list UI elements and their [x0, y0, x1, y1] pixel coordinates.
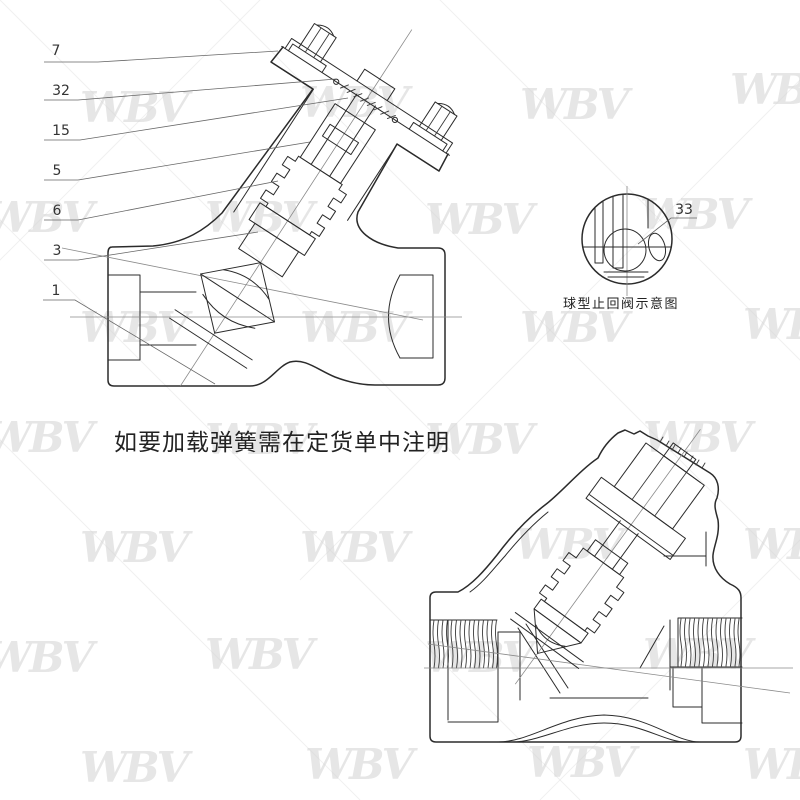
valve1-bolt-lower [408, 101, 458, 152]
valve1-bolt-upper [287, 22, 337, 73]
valve1-bonnet-flange [270, 61, 440, 172]
watermark: WBV [520, 303, 634, 352]
part-label-32: 32 [52, 83, 70, 99]
valve2-body-outline [429, 429, 742, 743]
part-label-7: 7 [52, 43, 61, 59]
watermark: WBV [80, 83, 194, 132]
watermark: WBV [205, 630, 319, 679]
valve2-seat-ring [510, 612, 584, 669]
part-leader-15 [44, 97, 349, 141]
watermark: WBV [300, 303, 414, 352]
part-leader-5 [44, 141, 311, 181]
check-ball [603, 228, 647, 272]
valve1-seat-ring [169, 309, 253, 369]
valve2-bonnet-plug [613, 442, 705, 530]
watermark: WBV [527, 738, 641, 787]
part-label-1: 1 [52, 283, 61, 299]
part-label-5: 5 [53, 163, 62, 179]
valve1-neck-walls [233, 89, 398, 221]
valve1-bonnet-assembly [169, 22, 458, 387]
watermark: WBV [0, 193, 99, 242]
part-leader-6 [44, 180, 279, 221]
valve1-bonnet-centerline [180, 29, 413, 387]
valve2-stem [586, 520, 639, 576]
valve2-retainer-plate [585, 476, 686, 560]
part-label-15: 15 [52, 123, 70, 139]
valve2-dome-inner-wall [469, 511, 549, 593]
watermark: WBV [205, 415, 319, 464]
part-label-33: 33 [675, 202, 693, 218]
valve1-cover-plate [284, 37, 454, 154]
watermark: WBV [0, 413, 99, 462]
part-leader-33 [637, 217, 697, 245]
detail-caption: 球型止回阀示意图 [563, 296, 679, 312]
valve1-callout-labels: 7 32 15 5 6 3 1 [52, 43, 70, 299]
valve2-disc-cone [533, 598, 589, 654]
valve2-seat-passage [517, 623, 665, 699]
valve2-dome-inner-step [663, 531, 707, 567]
watermark: WBV [300, 523, 414, 572]
watermark: WBV [743, 740, 800, 789]
watermark: WBV [520, 80, 634, 129]
valve2-face-serration [659, 436, 706, 469]
valve1-spindle-housing [299, 93, 376, 184]
watermark: WBV [743, 520, 800, 569]
part-leader-3 [44, 231, 259, 261]
valve2-section-line [427, 643, 791, 694]
watermark: WBV [515, 520, 629, 569]
thread-hatch-right [679, 618, 741, 667]
valve1-section-line [61, 247, 424, 321]
valve1-disc-guide [238, 202, 316, 278]
watermark: WBV [425, 195, 539, 244]
watermark: WBV [425, 415, 539, 464]
detail-bore-walls [594, 193, 649, 278]
valve1-disc [200, 262, 275, 334]
ball-check-detail-view: 33 球型止回阀示意图 [563, 186, 697, 312]
valve2-bonnet-assembly [510, 429, 705, 685]
valve2-threaded-port-left [429, 619, 521, 723]
watermark: WBV [730, 65, 800, 114]
watermark: WBV [640, 190, 754, 239]
spring-note: 如要加载弹簧需在定货单中注明 [114, 430, 450, 456]
part-leader-7 [44, 50, 279, 63]
valve1-gasket-line [281, 45, 450, 156]
watermark: WBV [0, 633, 99, 682]
valve2-base-arches [497, 714, 701, 743]
watermark: WBV [743, 300, 800, 349]
valve2-bonnet-centerline [514, 429, 701, 685]
part-label-3: 3 [53, 243, 62, 259]
part-leader-32 [44, 78, 337, 101]
valve-section-view-1: 7 32 15 5 6 3 1 [43, 22, 462, 387]
watermark: WBV [305, 740, 419, 789]
ball-seat-ring [647, 232, 667, 262]
thread-hatch-left [432, 619, 498, 669]
watermark: WBV [80, 743, 194, 792]
part-label-6: 6 [53, 203, 62, 219]
watermark: WBV [205, 193, 319, 242]
watermark: WBV [80, 523, 194, 572]
valve1-body-outline [107, 46, 449, 387]
watermark: WBV [643, 413, 757, 462]
part-leader-1 [43, 299, 216, 385]
valve-section-view-2 [424, 429, 793, 743]
valve2-threaded-port-right [669, 617, 743, 724]
valve1-callout-leaders [43, 50, 349, 385]
